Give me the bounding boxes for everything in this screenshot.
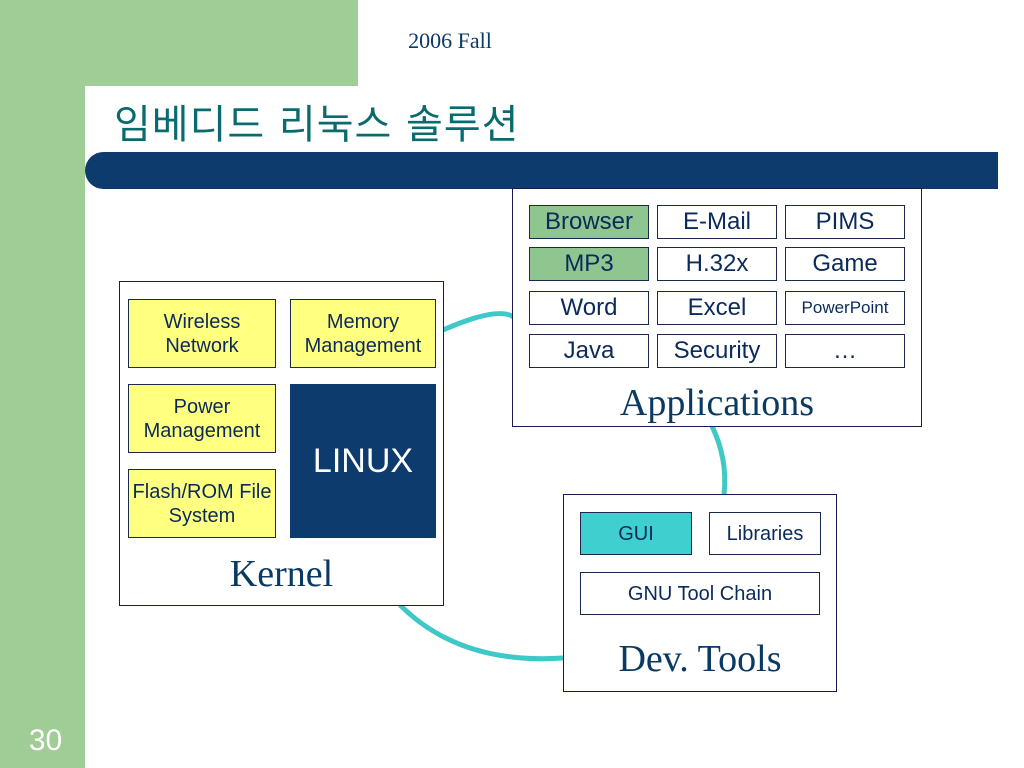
dev-gnu-tool-chain: GNU Tool Chain	[580, 572, 820, 615]
applications-caption: Applications	[619, 382, 815, 424]
kernel-flash-rom-fs: Flash/ROM File System	[128, 469, 276, 538]
app-powerpoint: PowerPoint	[785, 291, 905, 325]
connector-apps-devtools	[709, 424, 728, 495]
app-email: E-Mail	[657, 205, 777, 239]
app-browser: Browser	[529, 205, 649, 239]
app-security: Security	[657, 334, 777, 368]
connector-kernel-apps	[441, 311, 517, 333]
title-underline-bar	[85, 152, 998, 189]
app-java: Java	[529, 334, 649, 368]
slide-title: 임베디드 리눅스 솔루션	[114, 102, 520, 148]
kernel-wireless-network: Wireless Network	[128, 299, 276, 368]
course-header: 2006 Fall	[408, 28, 492, 53]
devtools-panel: GUI Libraries GNU Tool Chain Dev. Tools	[563, 494, 837, 692]
dev-gui: GUI	[580, 512, 692, 555]
kernel-memory-management: Memory Management	[290, 299, 436, 368]
top-header-band	[85, 0, 358, 86]
app-more: …	[785, 334, 905, 368]
app-pims: PIMS	[785, 205, 905, 239]
left-sidebar-band	[0, 0, 85, 768]
app-game: Game	[785, 247, 905, 281]
devtools-caption: Dev. Tools	[618, 638, 782, 680]
app-excel: Excel	[657, 291, 777, 325]
app-word: Word	[529, 291, 649, 325]
kernel-panel: Wireless Network Memory Management Power…	[119, 281, 444, 606]
app-mp3: MP3	[529, 247, 649, 281]
kernel-linux-core: LINUX	[290, 384, 436, 538]
dev-libraries: Libraries	[709, 512, 821, 555]
page-number: 30	[28, 724, 63, 757]
kernel-power-management: Power Management	[128, 384, 276, 453]
applications-panel: Browser E-Mail PIMS MP3 H.32x Game Word …	[512, 188, 922, 427]
connector-kernel-devtools	[398, 603, 564, 662]
app-h32x: H.32x	[657, 247, 777, 281]
kernel-caption: Kernel	[229, 553, 334, 595]
